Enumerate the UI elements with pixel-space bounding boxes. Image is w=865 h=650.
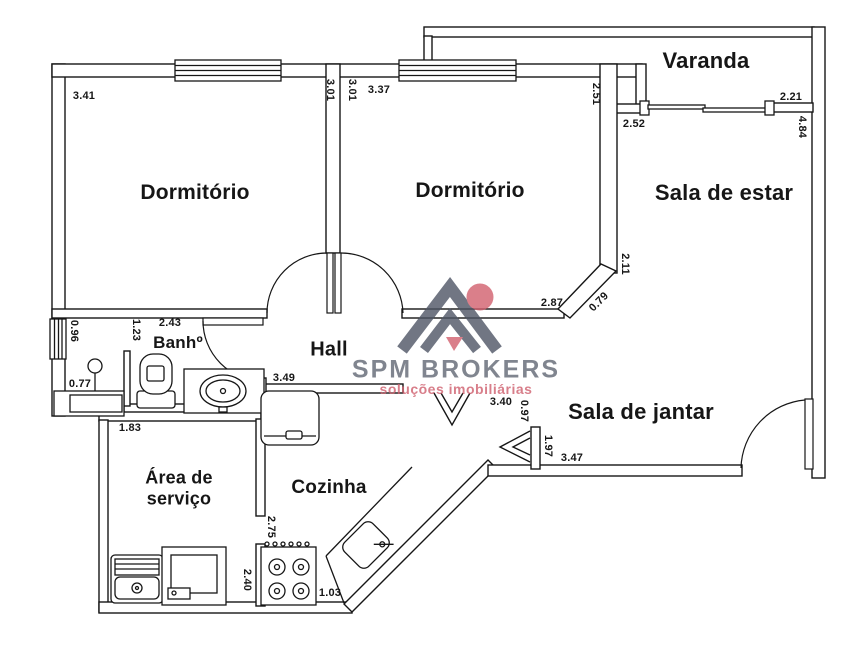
passage-arrow-left <box>498 430 531 463</box>
dim-sala-estar-top: 2.52 <box>622 118 646 130</box>
room-label-hall: Hall <box>310 338 348 361</box>
door-dorm1 <box>266 252 334 314</box>
dim-fogao-width: 1.03 <box>318 587 342 599</box>
brand-logo-triangle <box>446 337 463 351</box>
wall-varanda-top <box>423 26 815 38</box>
dim-dorm2-bottom: 2.87 <box>540 297 564 309</box>
brand-watermark-title: SPM BROKERS <box>351 355 561 384</box>
dim-banheiro-width: 2.43 <box>158 317 182 329</box>
dim-servico-width: 1.83 <box>118 422 142 434</box>
dim-dorm2-width: 3.37 <box>367 84 391 96</box>
wall-left <box>51 63 66 417</box>
dim-sala-left: 2.11 <box>619 253 631 275</box>
sliding-door-varanda <box>639 100 775 116</box>
dim-sala-right: 4.84 <box>796 115 808 139</box>
bathroom-sink-icon <box>183 368 265 414</box>
dim-banheiro-left: 1.23 <box>130 318 142 342</box>
dim-dorm2-height: 3.01 <box>346 78 358 102</box>
wall-right <box>811 26 826 479</box>
toilet-icon <box>136 353 176 409</box>
room-label-banheiro: Banhº <box>153 333 203 352</box>
room-label-sala-de-jantar: Sala de jantar <box>568 399 714 424</box>
window-dorm2 <box>398 59 517 82</box>
dim-box-chuveiro: 0.77 <box>68 378 92 390</box>
wall-top <box>51 63 643 78</box>
shower-ledge <box>53 390 125 417</box>
dim-jantar-left: 1.97 <box>542 434 554 458</box>
dim-dorm2-right: 2.51 <box>590 82 602 106</box>
shower-icon <box>87 358 103 392</box>
door-dorm2 <box>334 252 404 314</box>
dim-hall-wall: 3.49 <box>272 372 296 384</box>
wall-varanda-partition <box>635 63 647 107</box>
wall-sala-top-right <box>771 102 814 113</box>
brand-logo-dot <box>466 283 494 311</box>
wall-dorm2-right <box>599 63 618 274</box>
door-entrance <box>740 398 814 470</box>
dim-cozinha-left: 2.40 <box>241 568 253 592</box>
dim-varanda-window: 2.21 <box>779 91 803 103</box>
room-label-cozinha: Cozinha <box>291 477 367 498</box>
wall-jantar-bottom <box>487 464 743 477</box>
room-label-sala-de-estar: Sala de estar <box>654 180 794 205</box>
wall-dorm1-bottom <box>51 308 268 319</box>
brand-logo-icon <box>397 277 502 354</box>
dim-dorm1-width: 3.41 <box>72 90 96 102</box>
dim-passagem-side: 0.97 <box>518 399 530 423</box>
washing-machine-icon <box>161 546 227 606</box>
wall-box-chuveiro <box>123 350 131 407</box>
kitchen-sink-icon <box>342 521 394 569</box>
fridge-icon <box>260 390 320 446</box>
dim-passagem-top: 3.40 <box>489 396 513 408</box>
dim-jantar-bottom: 3.47 <box>560 452 584 464</box>
laundry-tank-icon <box>110 554 164 604</box>
dim-servico-cozinha: 2.75 <box>265 515 277 539</box>
room-label-area-de-servico: Área de serviço <box>145 467 213 508</box>
window-banheiro <box>49 318 67 360</box>
dim-banheiro-window: 0.96 <box>68 319 80 343</box>
passage-arrow-down <box>433 392 471 427</box>
wall-jantar-stub <box>530 426 541 470</box>
stove-icon <box>260 541 317 606</box>
room-label-dormitorio-2: Dormitório <box>415 179 525 202</box>
dim-dorm1-height: 3.01 <box>324 78 336 102</box>
wall-servico-left <box>98 419 109 613</box>
room-label-varanda: Varanda <box>662 48 750 73</box>
brand-watermark-subtitle: soluções imobiliárias <box>379 381 533 397</box>
room-label-dormitorio-1: Dormitório <box>140 181 250 204</box>
wall-corner-diagonal <box>556 263 618 319</box>
kitchen-counter <box>325 466 413 604</box>
window-dorm1 <box>174 59 282 82</box>
